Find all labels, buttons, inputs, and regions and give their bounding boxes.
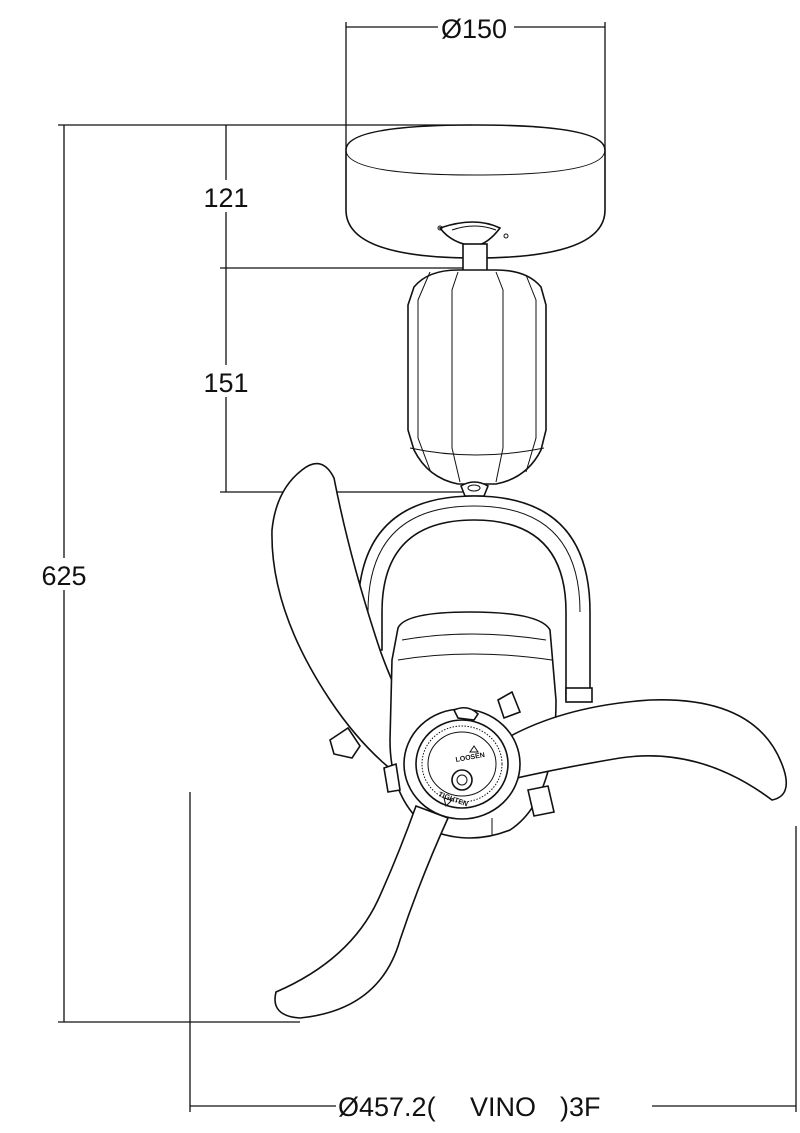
overall-height-label: 625 (41, 561, 86, 591)
canopy (345, 124, 606, 259)
sweep-diameter-label: Ø457.2( (338, 1092, 436, 1122)
canopy-height-label: 121 (203, 183, 248, 213)
motor-height-label-bg (198, 365, 252, 397)
model-suffix-label: )3F (560, 1092, 601, 1122)
downrod (462, 243, 488, 273)
motor-housing-height-label: 151 (203, 368, 248, 398)
yoke-bracket (357, 495, 593, 703)
canopy-diameter-label: Ø150 (441, 14, 507, 44)
overall-height-label-bg (30, 558, 100, 590)
model-name-label: VINO (470, 1092, 536, 1122)
hub-knob: LOOSEN TIGHTEN (403, 706, 521, 820)
motor-housing (407, 269, 547, 497)
canopy-height-label-bg (198, 180, 252, 212)
dimension-labels: Ø150 121 151 625 Ø457.2( VINO )3F (30, 10, 601, 1122)
fan-blade-lower (274, 804, 450, 1019)
fan-blade-right (499, 699, 788, 801)
canopy-diameter-label-bg (438, 10, 514, 42)
